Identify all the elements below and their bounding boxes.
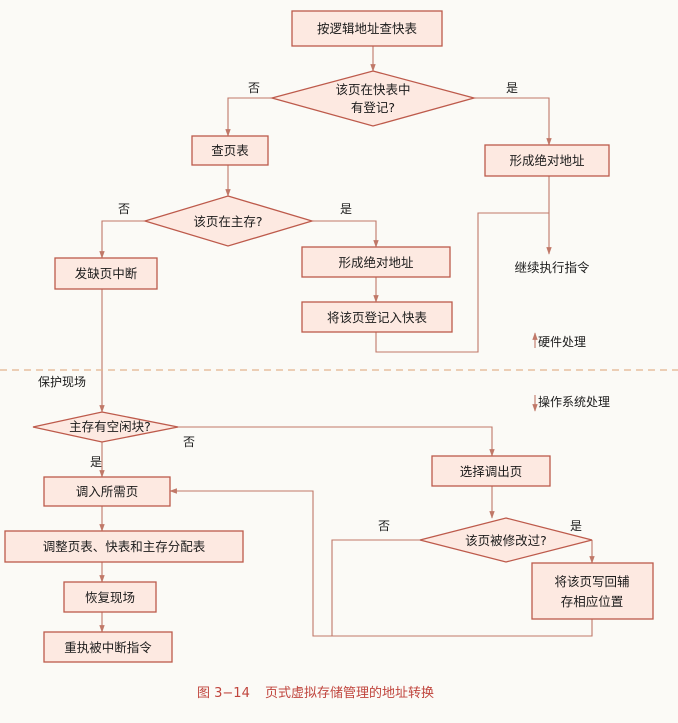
branch-yes-free: 是 <box>90 455 102 469</box>
branch-no-memory: 否 <box>118 202 130 216</box>
node-adjust-tables-label: 调整页表、快表和主存分配表 <box>43 539 206 554</box>
node-register-tlb-label: 将该页登记入快表 <box>327 310 428 325</box>
hardware-label: 硬件处理 <box>538 335 586 349</box>
node-register-tlb: 将该页登记入快表 <box>301 301 453 333</box>
node-lookup-tlb: 按逻辑地址查快表 <box>291 10 443 47</box>
branch-no-modified: 否 <box>378 519 390 533</box>
node-form-address-1-label: 形成绝对地址 <box>509 153 585 168</box>
node-load-page-label: 调入所需页 <box>76 484 139 499</box>
node-check-page-table-label: 查页表 <box>211 143 249 158</box>
node-select-victim-label: 选择调出页 <box>460 464 523 479</box>
decision-in-tlb: 该页在快表中 有登记? <box>269 70 477 127</box>
decision-free-block: 主存有空闲块? <box>32 411 179 443</box>
node-select-victim: 选择调出页 <box>431 455 551 487</box>
continue-execution-text: 继续执行指令 <box>514 260 590 275</box>
figure-title: 页式虚拟存储管理的地址转换 <box>265 685 434 701</box>
branch-yes-tlb: 是 <box>506 81 518 95</box>
node-check-page-table: 查页表 <box>191 135 269 166</box>
os-label: 操作系统处理 <box>538 394 610 409</box>
node-form-address-2: 形成绝对地址 <box>301 246 451 278</box>
decision-in-tlb-label-line2: 有登记? <box>351 100 395 115</box>
decision-modified-label: 该页被修改过? <box>465 533 547 548</box>
decision-in-memory-label: 该页在主存? <box>193 214 262 229</box>
decision-in-tlb-label-line1: 该页在快表中 <box>335 82 410 97</box>
node-form-address-2-label: 形成绝对地址 <box>338 255 414 270</box>
branch-yes-memory: 是 <box>340 202 352 216</box>
decision-modified: 该页被修改过? <box>419 517 593 563</box>
node-write-back: 将该页写回辅 存相应位置 <box>531 562 654 620</box>
node-re-execute: 重执被中断指令 <box>43 631 173 663</box>
node-re-execute-label: 重执被中断指令 <box>64 640 152 655</box>
branch-no-tlb: 否 <box>248 81 260 95</box>
save-context-text: 保护现场 <box>38 375 86 389</box>
node-load-page: 调入所需页 <box>43 476 171 507</box>
node-write-back-label-line1: 将该页写回辅 <box>554 574 629 589</box>
node-form-address-1: 形成绝对地址 <box>484 144 610 177</box>
node-page-fault: 发缺页中断 <box>54 257 158 290</box>
node-restore-context-label: 恢复现场 <box>85 590 135 605</box>
branch-no-free: 否 <box>183 435 195 449</box>
node-page-fault-label: 发缺页中断 <box>75 266 138 281</box>
node-adjust-tables: 调整页表、快表和主存分配表 <box>4 530 244 563</box>
figure-number: 图 3−14 <box>197 686 250 701</box>
branch-yes-modified: 是 <box>570 519 582 533</box>
decision-in-memory: 该页在主存? <box>142 195 315 247</box>
decision-free-block-label: 主存有空闲块? <box>69 419 151 434</box>
node-write-back-label-line2: 存相应位置 <box>561 594 624 609</box>
connectors <box>99 46 595 637</box>
node-restore-context: 恢复现场 <box>63 581 157 613</box>
node-lookup-tlb-label: 按逻辑地址查快表 <box>317 21 418 36</box>
